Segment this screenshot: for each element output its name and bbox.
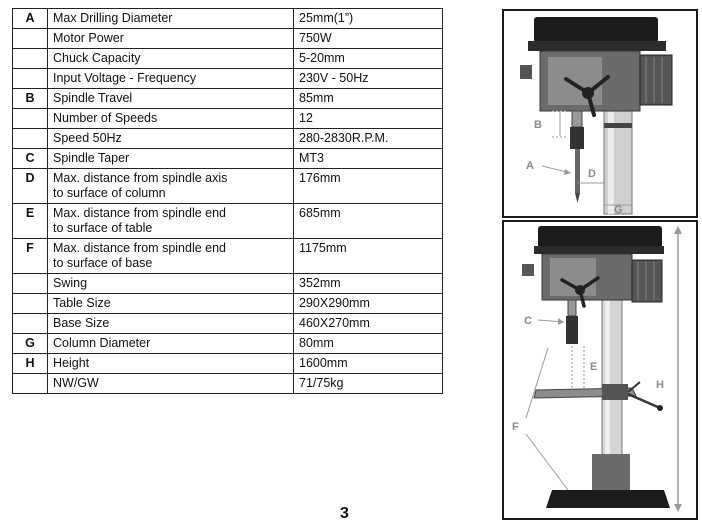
spec-value: 230V - 50Hz bbox=[293, 68, 443, 89]
spec-code: H bbox=[12, 353, 48, 374]
spec-code: F bbox=[12, 238, 48, 274]
spec-code: E bbox=[12, 203, 48, 239]
label-b: B bbox=[534, 119, 542, 131]
spec-value: 290X290mm bbox=[293, 293, 443, 314]
spec-value: 25mm(1”) bbox=[293, 8, 443, 29]
spec-label: Max. distance from spindle end to surfac… bbox=[47, 238, 294, 274]
page-number: 3 bbox=[340, 505, 349, 522]
spec-label: Number of Speeds bbox=[47, 108, 294, 129]
label-d: D bbox=[588, 168, 596, 180]
spec-code bbox=[12, 108, 48, 129]
spec-value: 280-2830R.P.M. bbox=[293, 128, 443, 149]
label-a: A bbox=[526, 160, 534, 172]
spec-label: Swing bbox=[47, 273, 294, 294]
spec-label: Base Size bbox=[47, 313, 294, 334]
spec-code bbox=[12, 273, 48, 294]
spec-label: NW/GW bbox=[47, 373, 294, 394]
spec-value: 352mm bbox=[293, 273, 443, 294]
spec-value: 5-20mm bbox=[293, 48, 443, 69]
spec-value: 176mm bbox=[293, 168, 443, 204]
spec-value: MT3 bbox=[293, 148, 443, 169]
label-f: F bbox=[512, 421, 519, 433]
spec-value: 685mm bbox=[293, 203, 443, 239]
spec-code: D bbox=[12, 168, 48, 204]
spec-code bbox=[12, 68, 48, 89]
spec-value: 750W bbox=[293, 28, 443, 49]
spec-value: 80mm bbox=[293, 333, 443, 354]
spec-code bbox=[12, 373, 48, 394]
spec-value: 1600mm bbox=[293, 353, 443, 374]
spec-label: Spindle Travel bbox=[47, 88, 294, 109]
spec-code bbox=[12, 48, 48, 69]
spec-label: Height bbox=[47, 353, 294, 374]
spec-value: 12 bbox=[293, 108, 443, 129]
spec-label: Motor Power bbox=[47, 28, 294, 49]
spec-value: 1175mm bbox=[293, 238, 443, 274]
spec-label: Max. distance from spindle end to surfac… bbox=[47, 203, 294, 239]
label-g: G bbox=[614, 204, 623, 216]
spec-code: C bbox=[12, 148, 48, 169]
drill-press-diagram: C E F H bbox=[502, 220, 698, 520]
spec-value: 85mm bbox=[293, 88, 443, 109]
spec-label: Speed 50Hz bbox=[47, 128, 294, 149]
spec-code bbox=[12, 28, 48, 49]
spec-label: Column Diameter bbox=[47, 333, 294, 354]
spec-label: Table Size bbox=[47, 293, 294, 314]
spec-value: 460X270mm bbox=[293, 313, 443, 334]
spec-code bbox=[12, 313, 48, 334]
drill-head-diagram: B A D G bbox=[502, 9, 698, 218]
spec-label: Max Drilling Diameter bbox=[47, 8, 294, 29]
spec-label: Input Voltage - Frequency bbox=[47, 68, 294, 89]
spec-code: A bbox=[12, 8, 48, 29]
spec-code: G bbox=[12, 333, 48, 354]
label-c: C bbox=[524, 315, 532, 327]
spec-label: Chuck Capacity bbox=[47, 48, 294, 69]
spec-label: Spindle Taper bbox=[47, 148, 294, 169]
spec-code bbox=[12, 293, 48, 314]
spec-value: 71/75kg bbox=[293, 373, 443, 394]
spec-code: B bbox=[12, 88, 48, 109]
spec-label: Max. distance from spindle axis to surfa… bbox=[47, 168, 294, 204]
spec-code bbox=[12, 128, 48, 149]
label-h: H bbox=[656, 379, 664, 391]
label-e: E bbox=[590, 361, 597, 373]
